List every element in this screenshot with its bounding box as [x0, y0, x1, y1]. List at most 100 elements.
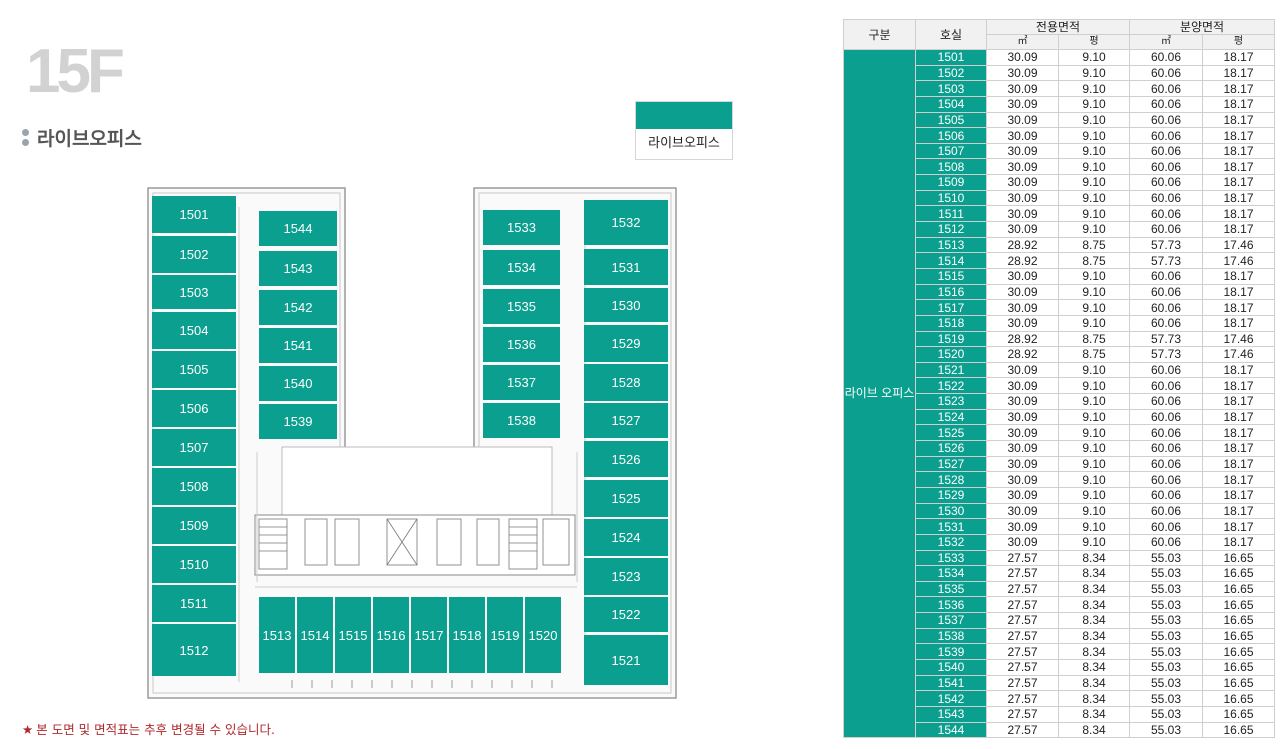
sale-pyeong-cell: 16.65 [1202, 658, 1276, 676]
sale-m2-cell: 55.03 [1129, 674, 1204, 692]
unit-block: 1522 [584, 597, 668, 632]
sale-m2-cell: 55.03 [1129, 658, 1204, 676]
exclusive-pyeong-cell: 9.10 [1057, 393, 1131, 410]
exclusive-pyeong-cell: 8.34 [1057, 674, 1131, 692]
room-cell: 1507 [915, 142, 987, 160]
sale-pyeong-cell: 18.17 [1202, 408, 1276, 426]
exclusive-m2-cell: 27.57 [986, 674, 1059, 692]
sale-m2-cell: 60.06 [1129, 377, 1204, 395]
exclusive-pyeong-cell: 9.10 [1057, 64, 1131, 82]
sale-m2-cell: 60.06 [1129, 80, 1204, 97]
header-category: 구분 [843, 19, 916, 50]
unit-block: 1539 [259, 404, 337, 439]
room-cell: 1517 [915, 299, 987, 316]
room-cell: 1531 [915, 518, 987, 535]
room-cell: 1530 [915, 502, 987, 520]
sale-m2-cell: 60.06 [1129, 518, 1204, 535]
sale-pyeong-cell: 16.65 [1202, 612, 1276, 629]
header-sale-area: 분양면적 [1129, 19, 1276, 35]
exclusive-m2-cell: 30.09 [986, 299, 1059, 316]
unit-block: 1511 [152, 585, 236, 622]
sale-m2-cell: 55.03 [1129, 643, 1204, 660]
sale-pyeong-cell: 18.17 [1202, 189, 1276, 207]
exclusive-pyeong-cell: 8.34 [1057, 565, 1131, 582]
exclusive-pyeong-cell: 8.75 [1057, 252, 1131, 269]
unit-block: 1535 [483, 289, 560, 324]
sale-pyeong-cell: 18.17 [1202, 142, 1276, 160]
room-cell: 1540 [915, 658, 987, 676]
legend: 라이브오피스 [635, 101, 733, 160]
header-unit-pyeong: 평 [1202, 34, 1276, 50]
exclusive-m2-cell: 27.57 [986, 612, 1059, 629]
unit-block: 1507 [152, 429, 236, 466]
sale-m2-cell: 55.03 [1129, 565, 1204, 582]
room-cell: 1537 [915, 612, 987, 629]
room-cell: 1504 [915, 95, 987, 113]
room-cell: 1510 [915, 189, 987, 207]
header-unit-m2: ㎡ [1129, 34, 1204, 50]
unit-block: 1518 [449, 597, 485, 673]
exclusive-pyeong-cell: 9.10 [1057, 189, 1131, 207]
header-unit-pyeong: 평 [1057, 34, 1131, 50]
category-cell: 라이브 오피스 [843, 48, 916, 739]
room-cell: 1544 [915, 721, 987, 739]
room-cell: 1509 [915, 174, 987, 191]
exclusive-m2-cell: 28.92 [986, 252, 1059, 269]
legend-label: 라이브오피스 [648, 136, 720, 151]
exclusive-pyeong-cell: 8.75 [1057, 346, 1131, 363]
exclusive-m2-cell: 30.09 [986, 267, 1059, 285]
unit-block: 1543 [259, 251, 337, 286]
sale-pyeong-cell: 18.17 [1202, 221, 1276, 238]
sale-pyeong-cell: 16.65 [1202, 643, 1276, 660]
sale-pyeong-cell: 18.17 [1202, 518, 1276, 535]
sale-pyeong-cell: 16.65 [1202, 596, 1276, 614]
bullet-dots-icon [22, 129, 29, 146]
disclaimer-note: ★본 도면 및 면적표는 추후 변경될 수 있습니다. [22, 719, 275, 738]
sale-m2-cell: 60.06 [1129, 440, 1204, 457]
sale-pyeong-cell: 17.46 [1202, 346, 1276, 363]
header-room: 호실 [915, 19, 987, 50]
unit-block: 1532 [584, 200, 668, 245]
sale-m2-cell: 55.03 [1129, 612, 1204, 629]
room-cell: 1515 [915, 267, 987, 285]
sale-pyeong-cell: 16.65 [1202, 690, 1276, 707]
sale-m2-cell: 55.03 [1129, 596, 1204, 614]
room-cell: 1520 [915, 346, 987, 363]
sale-pyeong-cell: 16.65 [1202, 580, 1276, 598]
unit-block: 1524 [584, 519, 668, 556]
exclusive-m2-cell: 30.09 [986, 486, 1059, 504]
unit-block: 1533 [483, 210, 560, 245]
exclusive-pyeong-cell: 9.10 [1057, 408, 1131, 426]
sale-m2-cell: 60.06 [1129, 533, 1204, 551]
unit-block: 1542 [259, 290, 337, 325]
sale-pyeong-cell: 18.17 [1202, 127, 1276, 144]
exclusive-pyeong-cell: 9.10 [1057, 283, 1131, 301]
type-label-text: 라이브오피스 [37, 128, 142, 150]
sale-pyeong-cell: 17.46 [1202, 236, 1276, 254]
sale-pyeong-cell: 16.65 [1202, 705, 1276, 723]
exclusive-m2-cell: 30.09 [986, 64, 1059, 82]
sale-pyeong-cell: 16.65 [1202, 627, 1276, 645]
unit-block: 1525 [584, 480, 668, 517]
room-cell: 1535 [915, 580, 987, 598]
room-cell: 1511 [915, 205, 987, 223]
exclusive-m2-cell: 30.09 [986, 205, 1059, 223]
sale-m2-cell: 57.73 [1129, 252, 1204, 269]
room-cell: 1516 [915, 283, 987, 301]
exclusive-m2-cell: 30.09 [986, 49, 1059, 66]
legend-swatch [636, 102, 732, 129]
sale-pyeong-cell: 18.17 [1202, 111, 1276, 129]
sale-pyeong-cell: 18.17 [1202, 314, 1276, 332]
